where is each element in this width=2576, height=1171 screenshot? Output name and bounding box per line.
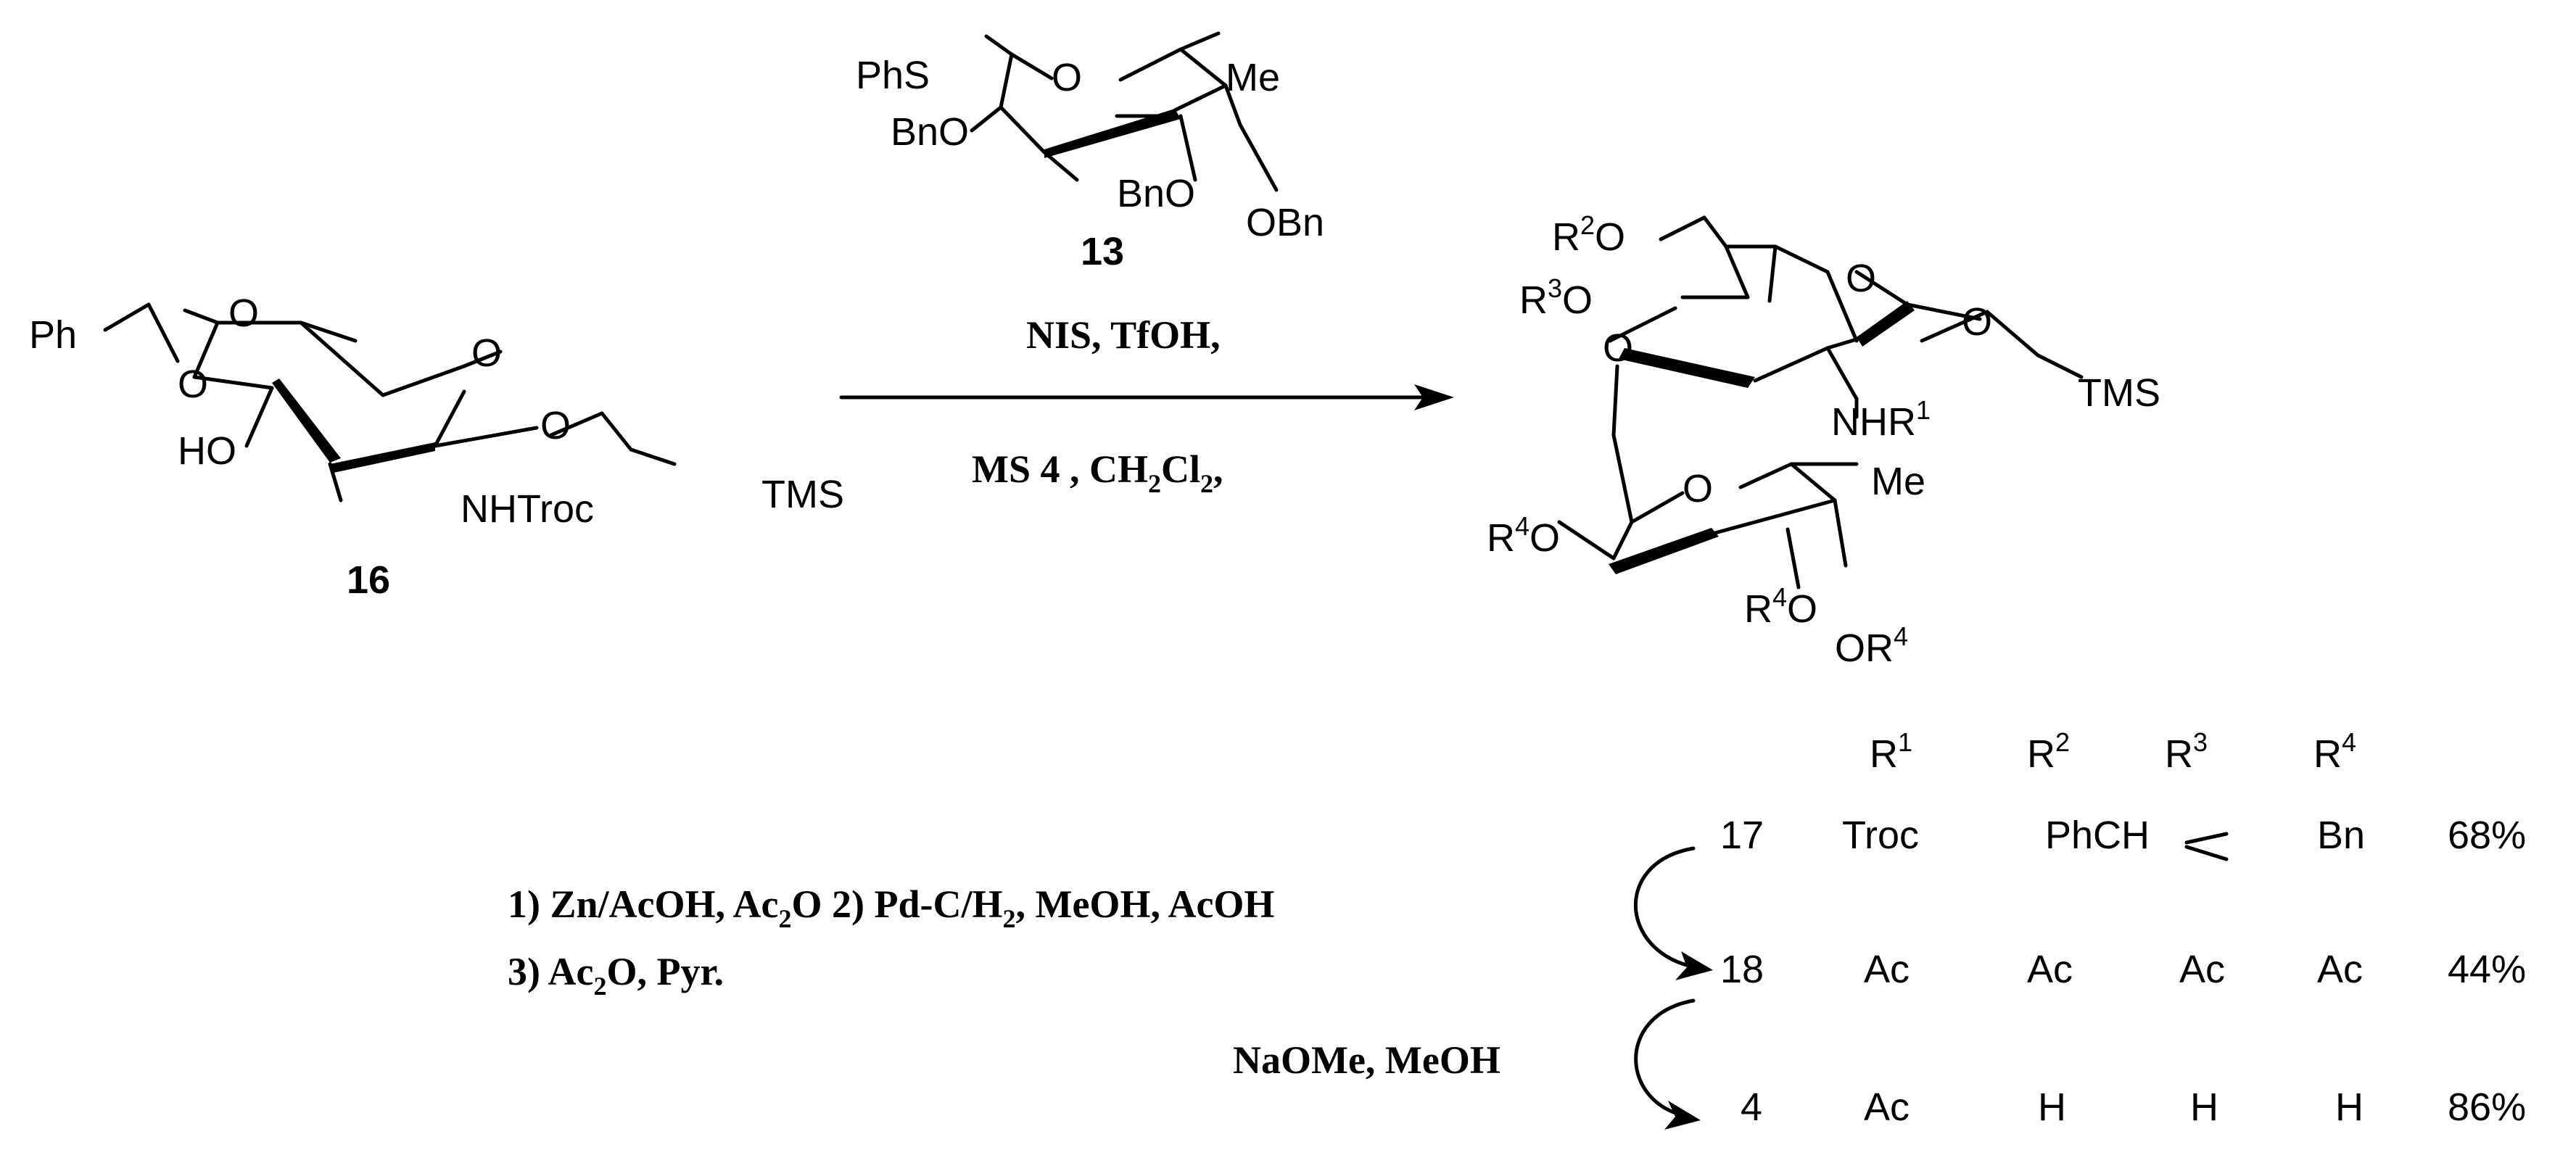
table-row-4-r1: Ac bbox=[1864, 1085, 1910, 1129]
atom-r4o-a: R4O bbox=[1487, 511, 1560, 560]
table-row-4-r4: H bbox=[2335, 1085, 2364, 1129]
atom-bno-mid: BnO bbox=[1117, 172, 1195, 215]
conditions-line-2: MS 4 , CH2Cl2, bbox=[972, 447, 1223, 498]
atom-o-ring: O bbox=[471, 331, 502, 375]
table-row-4-id: 4 bbox=[1741, 1085, 1762, 1129]
table-header-r3: R3 bbox=[2165, 727, 2208, 776]
atom-o-acetal-top: O bbox=[228, 291, 259, 335]
curved-arrow-18-to-4 bbox=[1634, 998, 1701, 1130]
curved-arrow-17-to-18 bbox=[1633, 846, 1713, 980]
product-structure: R2O R3O O O O NHR1 TMS O Me R4O R4O OR4 bbox=[1487, 210, 2160, 670]
atom-r2o: R2O bbox=[1552, 210, 1625, 259]
table-row-18-r1: Ac bbox=[1864, 948, 1910, 991]
table-header-r1: R1 bbox=[1870, 727, 1912, 776]
zemplen-conditions: NaOMe, MeOH bbox=[1233, 1038, 1500, 1082]
table-row-17-r4: Bn bbox=[2317, 814, 2365, 857]
table-row-18-r3: Ac bbox=[2179, 948, 2225, 991]
table-row-18-id: 18 bbox=[1720, 948, 1764, 991]
atom-me: Me bbox=[1226, 56, 1280, 99]
table-row-4-r3: H bbox=[2190, 1085, 2218, 1129]
deprotection-conditions-line-2: 3) Ac2O, Pyr. bbox=[508, 950, 724, 1001]
table-row-17-id: 17 bbox=[1720, 814, 1764, 857]
table-row-17-yield: 68% bbox=[2448, 814, 2526, 857]
table-row-4-yield: 86% bbox=[2448, 1085, 2526, 1129]
atom-o-ring-upper: O bbox=[1846, 257, 1876, 300]
atom-o-acetal-left: O bbox=[178, 363, 208, 406]
atom-o-ring-lower: O bbox=[1683, 467, 1713, 510]
atom-o-ring: O bbox=[1052, 56, 1082, 99]
atom-r3o: R3O bbox=[1519, 273, 1593, 322]
table-row-17-r23: PhCH bbox=[2045, 814, 2150, 857]
substituent-table: R1 R2 R3 R4 17 Troc PhCH Bn 68% 18 Ac Ac… bbox=[1720, 727, 2526, 1129]
atom-tms: TMS bbox=[761, 473, 844, 516]
atom-me: Me bbox=[1871, 460, 1925, 503]
atom-o-link: O bbox=[1603, 326, 1633, 370]
compound-label-13: 13 bbox=[1081, 230, 1124, 273]
conditions-line-1: NIS, TfOH, bbox=[1026, 313, 1221, 357]
atom-phs: PhS bbox=[856, 54, 930, 97]
atom-r4o-b: R4O bbox=[1744, 582, 1817, 631]
atom-o-glyc: O bbox=[540, 404, 571, 447]
table-row-18-r2: Ac bbox=[2027, 948, 2073, 991]
deprotection-conditions-line-1: 1) Zn/AcOH, Ac2O 2) Pd-C/H2, MeOH, AcOH bbox=[508, 882, 1274, 933]
table-header-r2: R2 bbox=[2027, 727, 2070, 776]
atom-or4: OR4 bbox=[1835, 621, 1908, 670]
compound-13-structure: PhS O Me BnO BnO OBn 13 bbox=[856, 31, 1324, 273]
atom-o-glyc: O bbox=[1962, 300, 1992, 344]
table-row-18-yield: 44% bbox=[2448, 948, 2526, 991]
atom-nhtroc: NHTroc bbox=[461, 487, 594, 531]
atom-bno-left: BnO bbox=[891, 110, 969, 154]
benzylidene-bracket bbox=[2184, 832, 2229, 861]
table-row-17-r1: Troc bbox=[1842, 814, 1919, 857]
compound-16-structure: Ph O O O HO O NHTroc TMS 16 bbox=[29, 291, 844, 602]
atom-ho: HO bbox=[178, 429, 236, 473]
compound-label-16: 16 bbox=[347, 558, 390, 602]
atom-ph: Ph bbox=[29, 313, 77, 357]
atom-obn: OBn bbox=[1246, 201, 1324, 244]
atom-nhr1: NHR1 bbox=[1831, 395, 1931, 444]
table-row-18-r4: Ac bbox=[2317, 948, 2363, 991]
table-row-4-r2: H bbox=[2038, 1085, 2066, 1129]
reaction-arrow bbox=[839, 384, 1454, 410]
table-header-r4: R4 bbox=[2313, 727, 2356, 776]
atom-tms: TMS bbox=[2078, 371, 2160, 415]
